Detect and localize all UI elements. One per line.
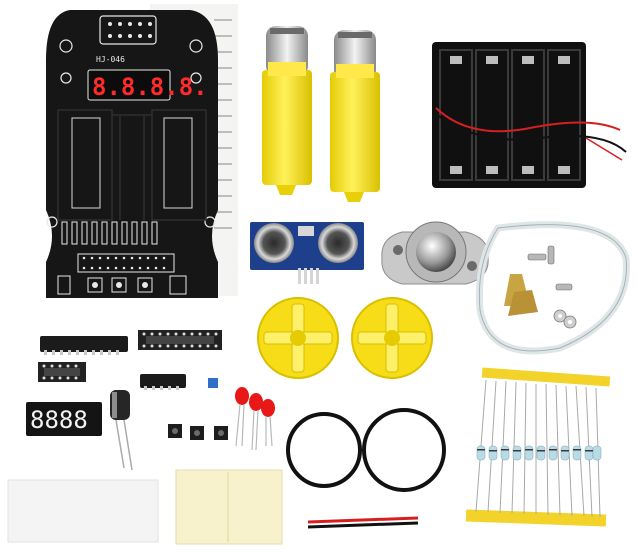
seven-segment-led-module: 8888 (26, 402, 102, 436)
led-module-digits: 8888 (30, 406, 88, 434)
led-icon (235, 387, 275, 451)
ic-chip-icon (40, 336, 128, 355)
gear-motor-left (262, 26, 312, 195)
screws-and-standoffs (504, 245, 577, 329)
electrolytic-capacitor (110, 390, 133, 471)
ic-socket-small (38, 362, 86, 382)
foam-tape-white (7, 479, 159, 543)
ultrasonic-sensor (250, 222, 364, 284)
ball-caster (381, 221, 489, 285)
ic-socket-large (138, 330, 222, 350)
pcb-seven-segment-display: 8.8.8.8. (92, 73, 208, 101)
power-wire (307, 516, 419, 529)
foam-tape-yellow (175, 469, 283, 545)
resistor-icon (465, 367, 611, 527)
battery-holder (432, 42, 627, 188)
gear-motor-right (330, 30, 380, 202)
rubber-tires (286, 408, 446, 492)
clear-tube-coil (475, 221, 630, 355)
ceramic-capacitor (208, 378, 218, 388)
wheel-right (351, 297, 433, 379)
wheel-icon (257, 297, 339, 379)
pcb-model-label: HJ-046 (96, 55, 125, 64)
robot-pcb-board: HJ-046 8.8.8.8. (46, 10, 218, 298)
tactile-switches (168, 424, 228, 440)
ic-chip-small (140, 374, 186, 390)
